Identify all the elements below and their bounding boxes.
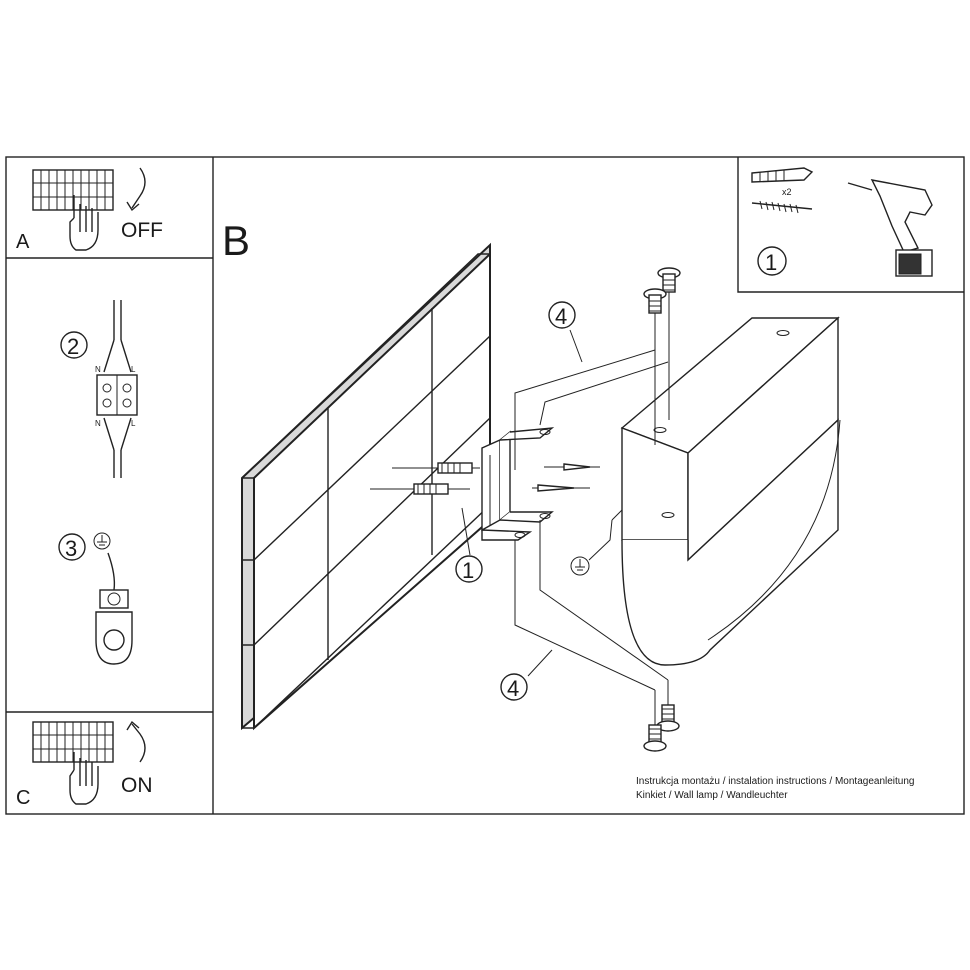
- step-4-bottom-badge: [500, 673, 528, 701]
- panel-a-arrow-down-icon: [131, 167, 146, 209]
- guide-line-top: [514, 349, 669, 470]
- panel-a-action: OFF: [121, 219, 163, 242]
- ground-symbol-icon: [93, 532, 111, 550]
- step-3-number: 3: [65, 536, 77, 561]
- step-3-badge: [58, 533, 86, 561]
- step-4-bottom-number: 4: [507, 676, 519, 701]
- top-screw-right: [657, 267, 681, 293]
- leader-step1: [461, 507, 471, 556]
- step-1-badge: [757, 246, 787, 276]
- wire-label-top-l: L: [131, 365, 136, 374]
- step-2-badge: [60, 331, 88, 359]
- wire-label-bottom-l: L: [131, 419, 136, 428]
- bracket-screw-upper: [544, 463, 600, 471]
- step-4-top-badge: [548, 301, 576, 329]
- wire-label-bottom-n: N: [95, 419, 101, 428]
- panel-a-breaker-icon: [32, 169, 114, 211]
- panel-b-letter: B: [222, 217, 250, 264]
- caption-line-2: Kinkiet / Wall lamp / Wandleuchter: [636, 790, 788, 801]
- bracket-screw-lower: [532, 484, 590, 492]
- wiring-terminal-diagram: [96, 300, 138, 478]
- outer-frame: [5, 156, 965, 815]
- screw-quantity: x2: [782, 187, 792, 197]
- panel-c-breaker-icon: [32, 721, 114, 763]
- screw-icon: [751, 200, 813, 214]
- drill-icon: [847, 179, 933, 277]
- leader-step4-top: [569, 329, 583, 363]
- panel-a-letter: A: [16, 231, 30, 253]
- tools-box: [737, 157, 964, 293]
- wall-dowel-lower: [370, 483, 470, 495]
- wall-surface: [241, 242, 491, 731]
- step-1-bracket-badge: [455, 555, 483, 583]
- step-1-bracket-number: 1: [462, 558, 474, 583]
- ground-terminal-icon: [95, 589, 133, 665]
- leader-step4-bottom: [527, 649, 553, 677]
- ground-wire: [107, 552, 116, 591]
- wire-label-top-n: N: [95, 365, 101, 374]
- step-2-number: 2: [67, 334, 79, 359]
- panel-c-letter: C: [16, 787, 30, 809]
- top-screw-left: [643, 288, 667, 314]
- wall-lamp-body: [611, 316, 841, 666]
- step-4-top-number: 4: [555, 304, 567, 329]
- lamp-ground-symbol-icon: [570, 519, 613, 576]
- wall-plug-icon: [751, 167, 814, 183]
- step-1-number: 1: [765, 250, 777, 275]
- panel-c-action: ON: [121, 774, 153, 797]
- panel-c-hand-icon: [69, 752, 99, 805]
- bottom-screw-left: [643, 724, 667, 752]
- wall-dowel-upper: [392, 462, 480, 474]
- bottom-screw-right: [656, 704, 680, 732]
- panel-c-arrow-up-icon: [131, 723, 146, 763]
- mounting-bracket: [481, 427, 555, 541]
- caption-line-1: Instrukcja montażu / instalation instruc…: [636, 776, 915, 787]
- guide-line-bottom: [514, 520, 669, 691]
- panel-a-hand-icon: [69, 195, 99, 251]
